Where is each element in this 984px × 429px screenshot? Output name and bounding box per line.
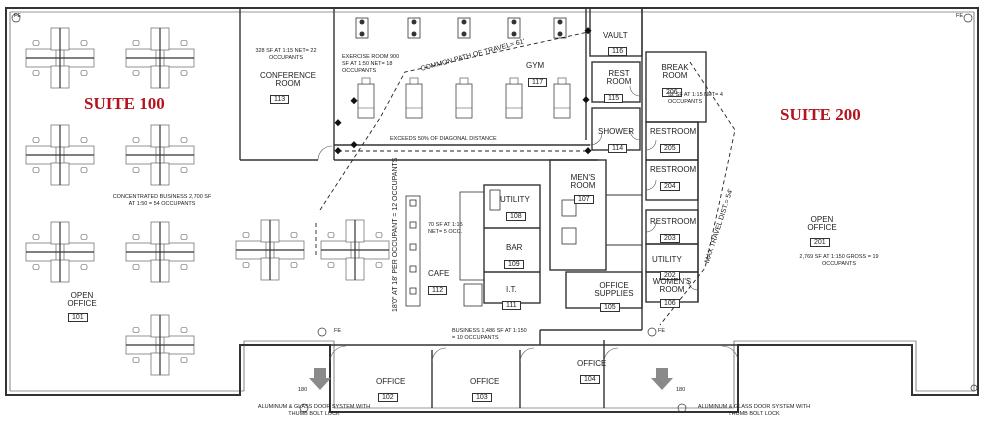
- utility-202-label: UTILITY: [652, 255, 682, 264]
- mens-room-label: MEN'S ROOM: [570, 173, 596, 190]
- fe-label-top-left: FE: [14, 13, 22, 19]
- cafe-number: 112: [428, 280, 448, 296]
- open-office-101-label: OPEN OFFICE: [67, 291, 97, 308]
- door-note-right: ALUMINUM & GLASS DOOR SYSTEM WITH THUMB …: [697, 404, 811, 417]
- womens-room-number: 106: [660, 293, 680, 309]
- open-office-101-number: 101: [68, 307, 88, 323]
- fe-label-bottom-left: FE: [334, 328, 342, 334]
- office-104-number: 104: [580, 369, 600, 385]
- egress-paths: [315, 31, 736, 326]
- bar-number: 109: [504, 254, 524, 270]
- dim-180-right: 180: [676, 387, 686, 393]
- shower-number: 114: [608, 138, 628, 154]
- suite-100-title: SUITE 100: [84, 94, 165, 113]
- concentrated-business-note: CONCENTRATED BUSINESS 2,700 SF AT 1:50 =…: [112, 194, 212, 207]
- restroom-205-number: 205: [660, 138, 680, 154]
- vault-number: 116: [608, 41, 628, 57]
- utility-108-number: 108: [506, 206, 526, 222]
- conference-room-label: CONFERENCE ROOM: [259, 71, 316, 88]
- door-note-left: ALUMINUM & GLASS DOOR SYSTEM WITH THUMB …: [257, 404, 371, 417]
- rest-room-label: REST ROOM: [606, 69, 632, 86]
- business-note: BUSINESS 1,486 SF AT 1:150 = 10 OCCUPANT…: [452, 328, 527, 341]
- office-supplies-number: 105: [600, 297, 620, 313]
- gym-number: 117: [528, 72, 548, 88]
- exit-arrow-left-icon: [309, 368, 331, 390]
- open-office-201-label: OPEN OFFICE: [807, 215, 837, 232]
- cafe-note: 70 SF AT 1:15 NET= 5 OCC.: [428, 222, 463, 235]
- mens-room-number: 107: [574, 189, 594, 205]
- occupancy-vertical-note: 18'0" AT 18' PER OCCUPANT = 12 OCCUPANTS: [392, 157, 399, 312]
- rest-room-number: 115: [604, 88, 624, 104]
- restroom-203-number: 203: [660, 228, 680, 244]
- conference-room-number: 113: [270, 89, 290, 105]
- exercise-note: EXERCISE ROOM 900 SF AT 1:50 NET= 18 OCC…: [342, 54, 400, 74]
- dim-180-left: 180: [298, 387, 308, 393]
- office-102-number: 102: [378, 387, 398, 403]
- cafe-label: CAFE: [428, 269, 450, 278]
- break-room-note: 52 SF AT 1:15 NET= 4 OCCUPANTS: [668, 92, 723, 105]
- it-label: I.T.: [506, 285, 517, 294]
- restroom-204-number: 204: [660, 176, 680, 192]
- path-markers: [334, 27, 592, 155]
- restroom-204-label: RESTROOM: [650, 165, 697, 174]
- office-103-number: 103: [472, 387, 492, 403]
- break-room-label: BREAK ROOM: [661, 63, 689, 80]
- it-number: 111: [502, 295, 521, 311]
- office-supplies-label: OFFICE SUPPLIES: [594, 281, 634, 298]
- open-office-201-number: 201: [810, 232, 830, 248]
- diagonal-note: EXCEEDS 50% OF DIAGONAL DISTANCE: [390, 136, 497, 142]
- fire-extinguisher-icons: [11, 13, 978, 413]
- office-103-label: OFFICE: [470, 377, 500, 386]
- utility-202-number: 202: [660, 265, 680, 281]
- door-swings: [317, 85, 739, 363]
- gym-label: GYM: [526, 61, 545, 70]
- restroom-203-label: RESTROOM: [650, 217, 697, 226]
- utility-108-label: UTILITY: [500, 195, 530, 204]
- cafe-counter: [405, 195, 483, 307]
- open-office-201-note: 2,769 SF AT 1:150 GROSS = 19 OCCUPANTS: [799, 254, 879, 267]
- womens-room-label: WOMEN'S ROOM: [652, 277, 692, 294]
- conference-note: 328 SF AT 1:15 NET= 22 OCCUPANTS: [255, 48, 317, 61]
- restroom-205-label: RESTROOM: [650, 127, 697, 136]
- fe-label-bottom-right: FE: [658, 328, 666, 334]
- office-104-label: OFFICE: [577, 359, 607, 368]
- office-102-label: OFFICE: [376, 377, 406, 386]
- vault-label: VAULT: [603, 31, 628, 40]
- bar-label: BAR: [506, 243, 523, 252]
- exit-arrow-right-icon: [651, 368, 673, 390]
- shower-label: SHOWER: [598, 127, 634, 136]
- interior-walls: [239, 7, 738, 408]
- suite-200-title: SUITE 200: [780, 105, 861, 124]
- break-room-number: 206: [662, 82, 682, 98]
- fe-label-top-right: FE: [956, 13, 964, 19]
